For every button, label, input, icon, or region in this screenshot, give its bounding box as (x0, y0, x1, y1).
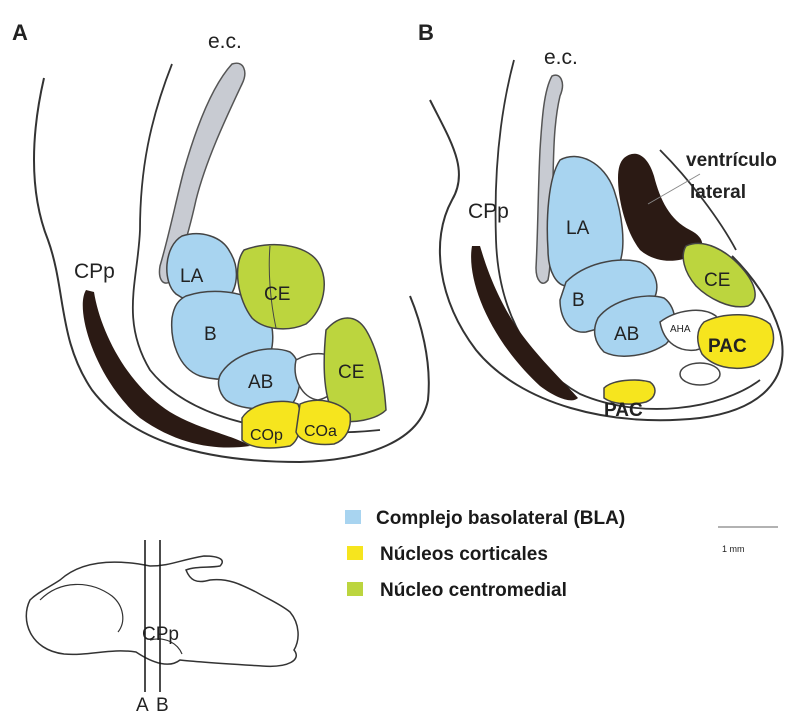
panel-b-pac-right-label: PAC (708, 336, 747, 357)
panel-b-white-oval (680, 363, 720, 385)
panel-a-b-label: B (204, 324, 217, 345)
panel-a-ce-top-label: CE (264, 284, 290, 305)
panel-b-ce-label: CE (704, 270, 730, 291)
brain-sketch-inner-fold (40, 584, 123, 632)
legend-label-centromedial: Núcleo centromedial (380, 580, 567, 601)
panel-b-cpp-label: CPp (468, 200, 509, 223)
panel-b-la-label: LA (566, 218, 590, 239)
panel-b-pac-bottom-label: PAC (604, 400, 643, 421)
panel-a-ec-label: e.c. (208, 30, 242, 53)
panel-a-ab-label: AB (248, 372, 273, 393)
panel-b-ventricle-label-1: ventrículo (686, 150, 777, 171)
panel-b-ab-label: AB (614, 324, 639, 345)
panel-a-cpp-label: CPp (74, 260, 115, 283)
panel-b-b-label: B (572, 290, 585, 311)
cut-label-b: B (156, 695, 169, 715)
scale-bar-label: 1 mm (722, 544, 745, 554)
panel-a-coa-label: COa (304, 423, 337, 440)
legend-swatch-cortical (347, 546, 363, 560)
panel-a-la-label: LA (180, 266, 204, 287)
legend-swatch-bla (345, 510, 361, 524)
panel-a-ce-right-label: CE (338, 362, 364, 383)
brain-sketch-cpp-label: CPp (142, 624, 179, 645)
panel-b-aha-label: AHA (670, 324, 691, 335)
brain-sketch: CPp A B (26, 540, 298, 715)
panel-b-letter: B (418, 20, 434, 45)
panel-a-cop-label: COp (250, 427, 283, 444)
panel-b-ventricle-label-2: lateral (690, 182, 746, 203)
legend-label-cortical: Núcleos corticales (380, 544, 548, 565)
panel-b: B e.c. CPp ventrículo lateral LA B A (418, 20, 782, 421)
panel-a-letter: A (12, 20, 28, 45)
panel-b-ec-label: e.c. (544, 46, 578, 69)
legend-swatch-centromedial (347, 582, 363, 596)
legend-label-bla: Complejo basolateral (BLA) (376, 508, 625, 529)
brain-sketch-outline (26, 556, 298, 666)
cut-label-a: A (136, 695, 149, 715)
legend: Complejo basolateral (BLA) Núcleos corti… (345, 508, 778, 601)
panel-a: A e.c. CPp LA B CE AB CE COp COa (12, 20, 429, 462)
